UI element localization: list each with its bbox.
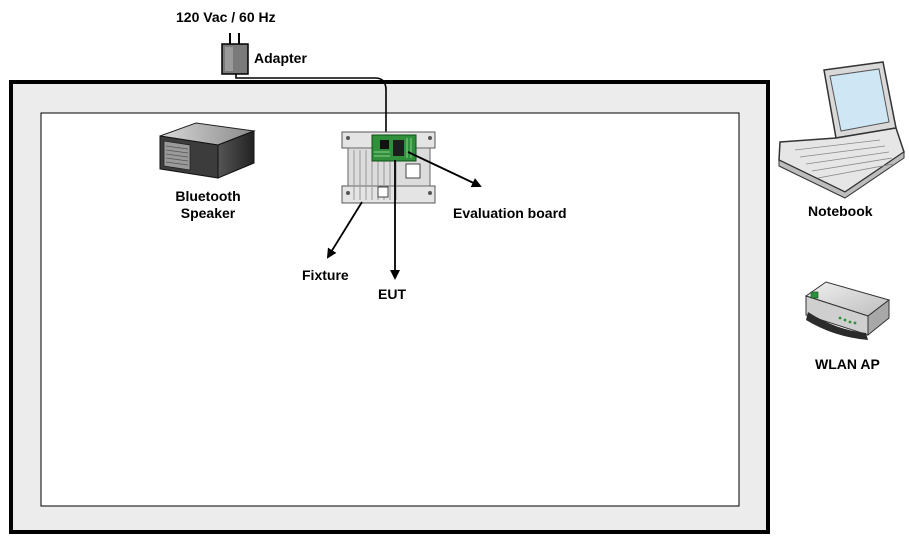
evaluation-board-label: Evaluation board: [453, 205, 567, 221]
fixture-arrow: [326, 201, 363, 259]
plug-adapter-icon: [221, 33, 249, 75]
fixture-board-icon: [341, 131, 436, 204]
notebook-icon: [778, 61, 905, 199]
speaker-icon: [159, 122, 256, 179]
bluetooth-speaker-label-line2: Speaker: [180, 205, 236, 221]
evaluation-board-arrow: [407, 151, 482, 188]
fixture-label: Fixture: [302, 267, 349, 283]
adapter-label: Adapter: [254, 50, 307, 66]
power-cable: [235, 74, 387, 138]
power-source-label: 120 Vac / 60 Hz: [176, 9, 276, 25]
wlan-ap-label: WLAN AP: [815, 356, 880, 372]
router-icon: [804, 281, 891, 340]
bluetooth-speaker-label-line1: Bluetooth: [175, 188, 241, 204]
bluetooth-speaker-label: Bluetooth Speaker: [165, 188, 251, 222]
notebook-label: Notebook: [808, 203, 873, 219]
eut-label: EUT: [378, 286, 406, 302]
